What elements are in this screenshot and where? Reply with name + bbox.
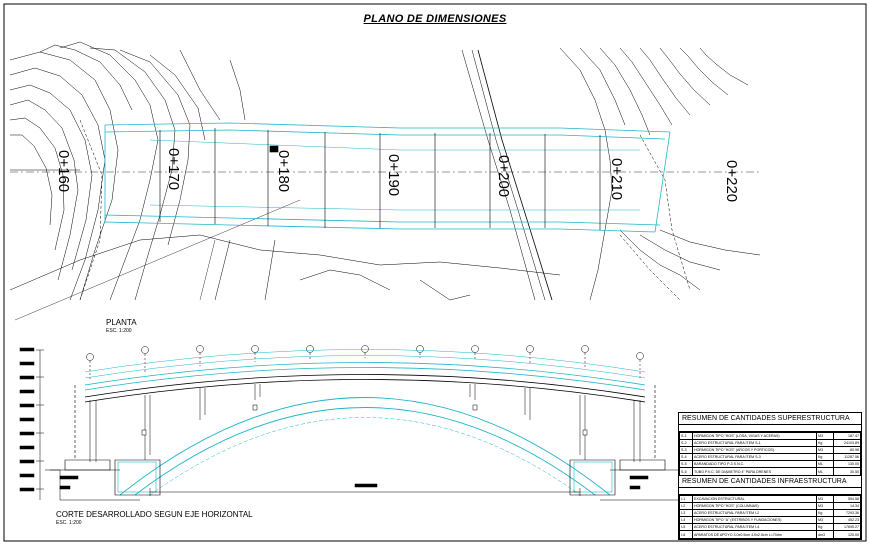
station-label: 0+190 bbox=[385, 154, 402, 197]
table-cell: TUBO P.V.C. DE DIAMETRO 4" PARA DRENES bbox=[692, 467, 817, 476]
table-cell: ACERO ESTRUCTURAL PARA ITEM I-4 bbox=[692, 523, 817, 532]
table-cell: EXCAVACION ESTRUCTURAL bbox=[692, 494, 817, 504]
station-label: 0+180 bbox=[275, 150, 292, 193]
station-label: 0+160 bbox=[55, 150, 72, 193]
table-cell: HORMIGON TIPO "HOS" (LOSA, VIGAS Y ACERA… bbox=[692, 431, 817, 441]
table-cell: S-1 bbox=[679, 431, 693, 441]
table-cell: I-1 bbox=[679, 494, 693, 504]
page-title: PLANO DE DIMENSIONES bbox=[363, 13, 507, 25]
table-cell: ACERO ESTRUCTURAL PARA ITEM I-2 bbox=[692, 509, 817, 518]
table-cell: I-2 bbox=[679, 502, 693, 511]
terrain-contours-left bbox=[9, 41, 206, 301]
station-label: 0+210 bbox=[608, 158, 625, 201]
section-dimension bbox=[59, 475, 649, 496]
table-cell: 130.00 bbox=[833, 460, 861, 469]
table-cell: ML bbox=[816, 460, 834, 469]
section-foundation-cyan bbox=[117, 461, 613, 493]
table-cell: M3 bbox=[816, 502, 834, 511]
table-superstructure: RESUMEN DE CANTIDADES SUPERESTRUCTURA S-… bbox=[678, 412, 862, 484]
plan-bridge-deck bbox=[104, 122, 671, 233]
table-cell: 80.98 bbox=[833, 446, 861, 455]
table-cell: HORMIGON TIPO "A" (ESTRIBOS Y FUNDACIONE… bbox=[692, 516, 817, 525]
table-cell: 594.58 bbox=[833, 494, 861, 504]
table-superstructure-title: RESUMEN DE CANTIDADES SUPERESTRUCTURA bbox=[679, 413, 861, 425]
dashed-approaches bbox=[79, 119, 691, 301]
river-lines bbox=[461, 49, 553, 301]
table-cell: S-3 bbox=[679, 446, 693, 455]
table-cell: 14.34 bbox=[833, 502, 861, 511]
table-cell: 120.00 bbox=[833, 530, 861, 539]
table-cell: 24103.89 bbox=[833, 439, 861, 448]
table-cell: M3 bbox=[816, 446, 834, 455]
table-cell: 11287.56 bbox=[833, 453, 861, 462]
table-cell: M3 bbox=[816, 494, 834, 504]
section-vertical-scale bbox=[19, 347, 44, 500]
table-cell: M3 bbox=[816, 431, 834, 441]
sheet-border bbox=[3, 3, 867, 542]
table-cell: HORMIGON TIPO "HOS" (ARCOS Y PORTICOS) bbox=[692, 446, 817, 455]
section-arch bbox=[119, 397, 611, 496]
table-cell: 7293.36 bbox=[833, 509, 861, 518]
table-cell: Kg bbox=[816, 453, 834, 462]
table-cell: 30.50 bbox=[833, 467, 861, 476]
plan-view bbox=[9, 41, 761, 321]
station-label: 0+200 bbox=[495, 155, 512, 198]
terrain-lines bbox=[9, 49, 561, 301]
table-cell: I-4 bbox=[679, 516, 693, 525]
table-cell: BARANDADO TIPO P-3 S.N.C. bbox=[692, 460, 817, 469]
plan-scale: ESC. 1:200 bbox=[106, 328, 132, 334]
table-cell: HORMIGON TIPO "HOS" (COLUMNAS) bbox=[692, 502, 817, 511]
terrain-contours-right bbox=[559, 47, 761, 301]
table-cell: M3 bbox=[816, 516, 834, 525]
table-cell: dm3 bbox=[816, 530, 834, 539]
station-label: 0+170 bbox=[165, 148, 182, 191]
section-deck-beams bbox=[84, 374, 646, 403]
plan-cross-beams bbox=[159, 128, 601, 230]
table-cell: 187.47 bbox=[833, 431, 861, 441]
section-station-markers bbox=[86, 345, 644, 380]
leader-line bbox=[14, 199, 301, 321]
table-infrastructure-title: RESUMEN DE CANTIDADES INFRAESTRUCTURA bbox=[679, 476, 861, 488]
table-infrastructure: RESUMEN DE CANTIDADES INFRAESTRUCTURA I-… bbox=[678, 475, 862, 540]
table-cell: S-4 bbox=[679, 453, 693, 462]
table-cell: Kg bbox=[816, 439, 834, 448]
table-cell: S-2 bbox=[679, 439, 693, 448]
section-columns bbox=[89, 384, 641, 462]
section-label: CORTE DESARROLLADO SEGUN EJE HORIZONTAL bbox=[56, 510, 253, 519]
section-deck bbox=[84, 349, 646, 391]
table-cell: S-5 bbox=[679, 460, 693, 469]
table-cell: 17695.27 bbox=[833, 523, 861, 532]
table-cell: ACERO ESTRUCTURAL PARA ITEM S-1 bbox=[692, 439, 817, 448]
table-cell: 452.23 bbox=[833, 516, 861, 525]
section-foundations bbox=[50, 385, 680, 496]
station-label: 0+220 bbox=[723, 160, 740, 203]
table-cell: APARATOS DE APOYO 3.0x0.5cm 4.0x2.5cm L=… bbox=[692, 530, 817, 539]
table-cell: I-6 bbox=[679, 530, 693, 539]
table-cell: S-6 bbox=[679, 467, 693, 476]
table-cell: Kg bbox=[816, 523, 834, 532]
table-cell: I-3 bbox=[679, 509, 693, 518]
plan-label: PLANTA bbox=[106, 318, 137, 327]
table-cell: I-5 bbox=[679, 523, 693, 532]
section-scale: ESC. 1:200 bbox=[56, 520, 82, 526]
table-cell: Kg bbox=[816, 509, 834, 518]
table-cell: ACERO ESTRUCTURAL PARA ITEM S-3 bbox=[692, 453, 817, 462]
table-cell: ML bbox=[816, 467, 834, 476]
